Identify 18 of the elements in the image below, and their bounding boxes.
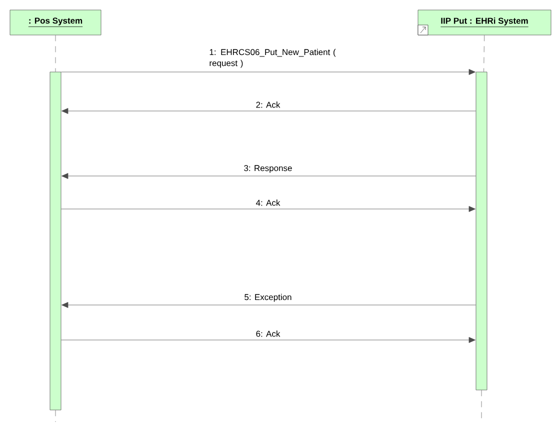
message-label: 4: Ack <box>256 200 280 206</box>
lifeline <box>484 35 485 72</box>
message-arrow <box>62 108 476 114</box>
message-arrow <box>61 206 476 212</box>
message-arrow <box>61 337 476 343</box>
activation-bar <box>476 72 488 390</box>
message-label: 6: Ack <box>256 330 280 337</box>
message-label: 5: Exception <box>244 294 292 302</box>
message-arrow <box>62 302 476 308</box>
message-arrow <box>62 173 476 179</box>
lifeline <box>55 35 56 72</box>
activation-bar <box>50 72 62 410</box>
lifeline-header: : Pos System <box>10 10 102 36</box>
message-label: 2: Ack <box>256 102 280 108</box>
message-arrow <box>61 69 476 75</box>
message-label: 3: Response <box>244 165 292 173</box>
message-label: 1: EHRCS06_Put_New_Patient ( request ) <box>210 48 336 68</box>
lifeline-header: IIP Put : EHRi System <box>418 10 552 36</box>
